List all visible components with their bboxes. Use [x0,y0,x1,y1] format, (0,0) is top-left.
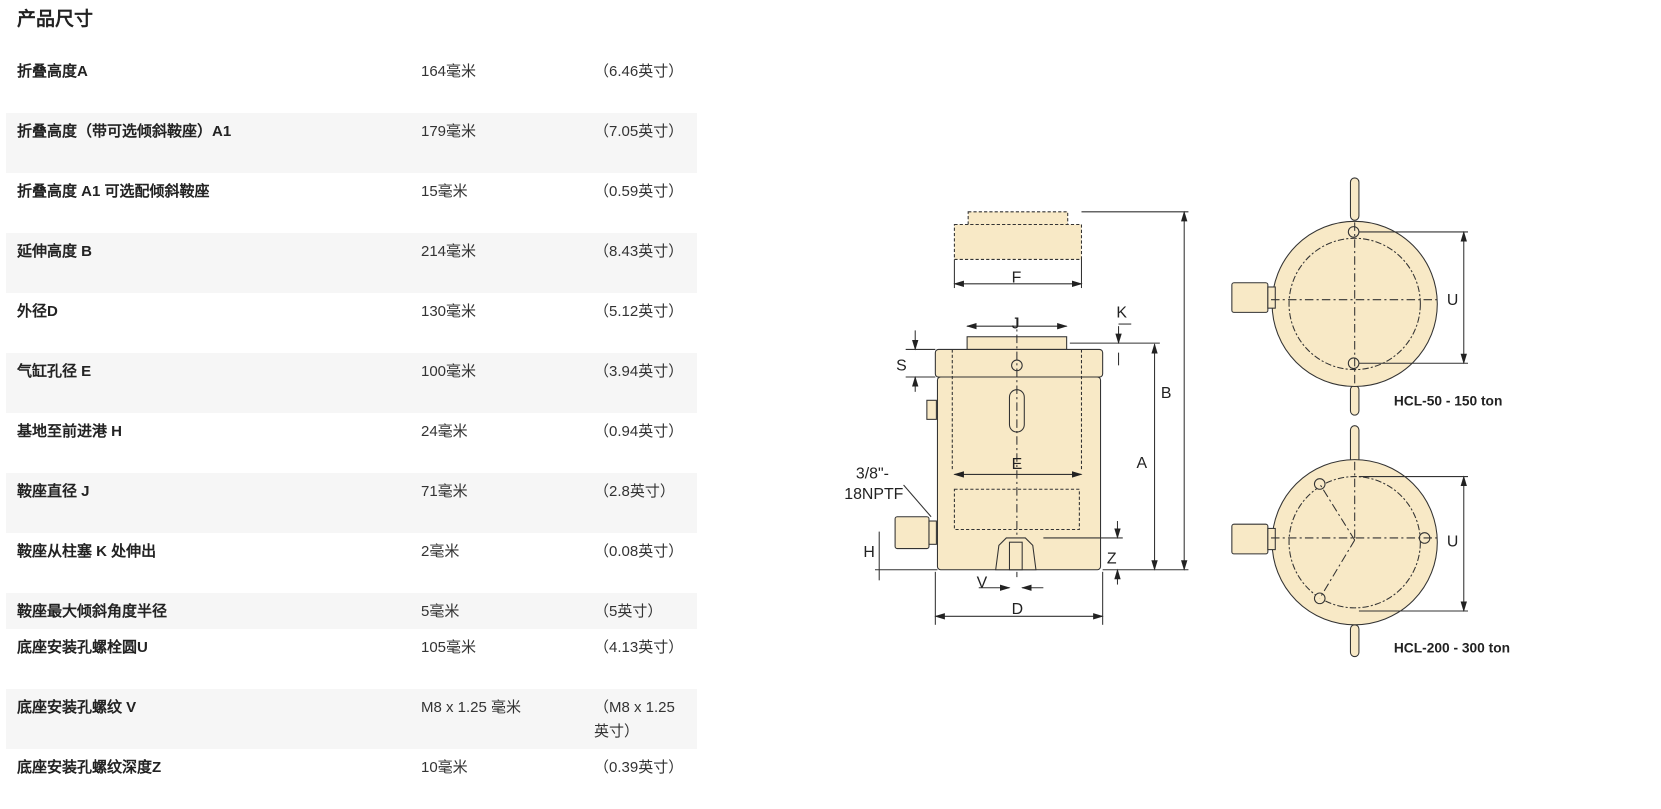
top-view-hcl-200-300 [1231,425,1469,658]
table-row: 折叠高度（带可选倾斜鞍座）A1 179毫米 （7.05英寸） [6,113,697,173]
value-mm: 164毫米 [421,63,477,80]
value-inch: （5英寸） [594,603,663,620]
dimension-label: 底座安装孔螺纹 V [17,699,137,716]
table-row: 鞍座最大倾斜角度半径 5毫米 （5英寸） [6,593,697,629]
value-inch: （0.08英寸） [594,543,684,560]
value-mm: 24毫米 [421,423,468,440]
dimensions-table: 折叠高度A 164毫米 （6.46英寸） 折叠高度（带可选倾斜鞍座）A1 179毫米 （7… [6,53,697,809]
value-inch-cell: （8.43英寸） [594,233,697,293]
label-s: S [896,358,907,375]
value-mm: 10毫米 [421,759,468,776]
value-inch-cell: （0.94英寸） [594,413,697,473]
table-row: 气缸孔径 E 100毫米 （3.94英寸） [6,353,697,413]
cylinder-body [894,317,1104,578]
dimension-label: 延伸高度 B [17,243,93,260]
table-row: 鞍座从柱塞 K 处伸出 2毫米 （0.08英寸） [6,533,697,593]
label-a: A [1137,455,1148,472]
dimension-label: 折叠高度 A1 可选配倾斜鞍座 [17,183,210,200]
value-inch-cell: （4.13英寸） [594,629,697,689]
dimension-label: 基地至前进港 H [17,423,123,440]
value-inch: （4.13英寸） [594,639,684,656]
value-inch-cell: （0.59英寸） [594,173,697,233]
value-inch: （6.46英寸） [594,63,684,80]
value-inch: （3.94英寸） [594,363,684,380]
label-b: B [1161,385,1172,402]
dimension-label: 底座安装孔螺栓圆U [17,639,148,656]
dimension-label: 鞍座最大倾斜角度半径 [17,603,168,620]
value-inch-cell: （6.46英寸） [594,53,697,113]
dimension-label: 底座安装孔螺纹深度Z [17,759,162,776]
label-port-size: 3/8"- [856,466,889,483]
caption-hcl-200-300: HCL-200 - 300 ton [1394,640,1510,655]
dimension-label: 气缸孔径 E [17,363,92,380]
label-d: D [1012,601,1023,618]
value-inch-cell: （2.8英寸） [594,473,697,533]
table-row: 折叠高度A 164毫米 （6.46英寸） [6,53,697,113]
value-inch: （M8 x 1.25 英寸） [594,699,675,740]
label-f: F [1012,270,1022,287]
value-mm: M8 x 1.25 毫米 [421,699,522,716]
label-k: K [1116,305,1127,322]
dimension-label: 鞍座从柱塞 K 处伸出 [17,543,157,560]
label-u-bottom: U [1447,533,1458,550]
value-inch-cell: （3.94英寸） [594,353,697,413]
label-port-thread: 18NPTF [844,486,903,503]
label-u-top: U [1447,292,1458,309]
value-mm: 105毫米 [421,639,477,656]
table-row: 底座安装孔螺栓圆U 105毫米 （4.13英寸） [6,629,697,689]
table-row: 延伸高度 B 214毫米 （8.43英寸） [6,233,697,293]
top-view-hcl-50-150 [1231,177,1469,416]
value-mm: 130毫米 [421,303,477,320]
value-inch: （5.12英寸） [594,303,684,320]
value-mm: 5毫米 [421,603,460,620]
value-inch-cell: （5.12英寸） [594,293,697,353]
page-title: 产品尺寸 [17,9,94,30]
table-row: 外径D 130毫米 （5.12英寸） [6,293,697,353]
table-row: 折叠高度 A1 可选配倾斜鞍座 15毫米 （0.59英寸） [6,173,697,233]
label-j: J [1012,315,1020,332]
value-mm: 100毫米 [421,363,477,380]
label-v: V [977,575,988,592]
extended-saddle-outline [953,211,1083,260]
table-row: 底座安装孔螺纹 V M8 x 1.25 毫米 （M8 x 1.25 英寸） [6,689,697,749]
value-inch: （8.43英寸） [594,243,684,260]
value-mm: 214毫米 [421,243,477,260]
label-z: Z [1107,550,1117,567]
value-mm: 71毫米 [421,483,468,500]
dimension-label: 鞍座直径 J [17,483,90,500]
table-row: 鞍座直径 J 71毫米 （2.8英寸） [6,473,697,533]
value-mm: 2毫米 [421,543,460,560]
value-inch-cell: （0.39英寸） [594,749,697,809]
value-inch: （0.39英寸） [594,759,684,776]
dimension-label: 折叠高度A [17,63,88,80]
label-e: E [1012,456,1023,473]
value-inch: （2.8英寸） [594,483,675,500]
value-inch: （0.94英寸） [594,423,684,440]
label-h: H [863,544,874,561]
value-inch-cell: （M8 x 1.25 英寸） [594,689,697,749]
table-row: 基地至前进港 H 24毫米 （0.94英寸） [6,413,697,473]
dimension-label: 外径D [17,303,58,320]
value-inch-cell: （5英寸） [594,593,697,629]
value-inch: （7.05英寸） [594,123,684,140]
caption-hcl-50-150: HCL-50 - 150 ton [1394,394,1502,409]
table-row: 底座安装孔螺纹深度Z 10毫米 （0.39英寸） [6,749,697,809]
value-mm: 179毫米 [421,123,477,140]
value-inch: （0.59英寸） [594,183,684,200]
value-inch-cell: （7.05英寸） [594,113,697,173]
value-mm: 15毫米 [421,183,468,200]
dimension-label: 折叠高度（带可选倾斜鞍座）A1 [17,123,232,140]
value-inch-cell: （0.08英寸） [594,533,697,593]
